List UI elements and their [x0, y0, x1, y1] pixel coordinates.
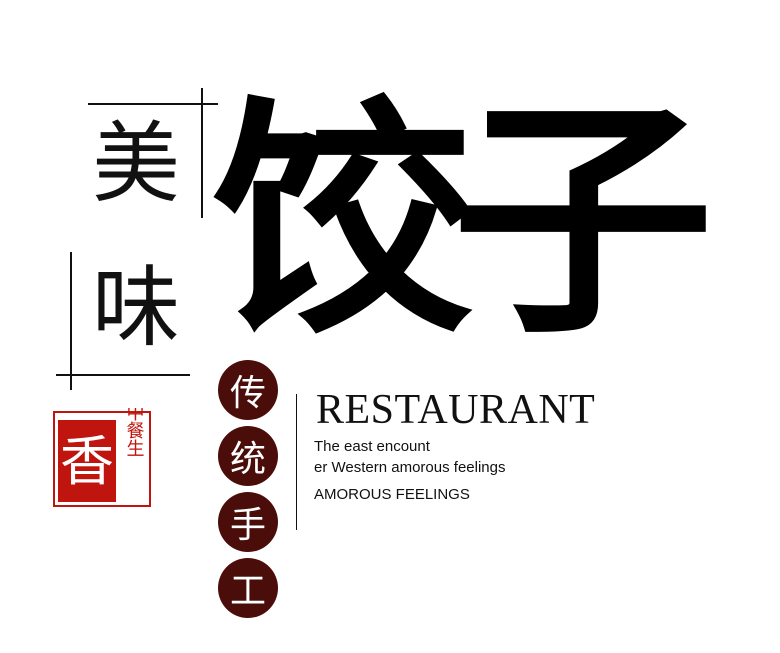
jiaozi-title: 饺子	[210, 73, 714, 367]
circle-char-shou: 手	[218, 492, 278, 552]
traditional-handmade-column: 传 统 手 工	[218, 360, 282, 624]
circle-char-chuan: 传	[218, 360, 278, 420]
divider-line	[296, 394, 297, 530]
wei-char: 味	[92, 256, 181, 359]
frame-left-line	[70, 252, 72, 390]
desc-line-2: er Western amorous feelings	[314, 459, 506, 476]
desc-line-1: The east encount	[314, 438, 430, 455]
seal-side-text: 中餐生	[124, 408, 145, 457]
restaurant-heading: RESTAURANT	[316, 387, 596, 433]
mei-char: 美	[92, 112, 181, 215]
circle-char-tong: 统	[218, 426, 278, 486]
seal-stamp: 香 中餐生	[53, 408, 151, 507]
desc-line-3: AMOROUS FEELINGS	[314, 486, 470, 503]
frame-right-line	[201, 88, 203, 218]
seal-main-char: 香	[60, 430, 114, 493]
circle-char-gong: 工	[218, 558, 278, 618]
frame-bottom-line	[56, 374, 190, 376]
frame-top-line	[88, 103, 218, 105]
